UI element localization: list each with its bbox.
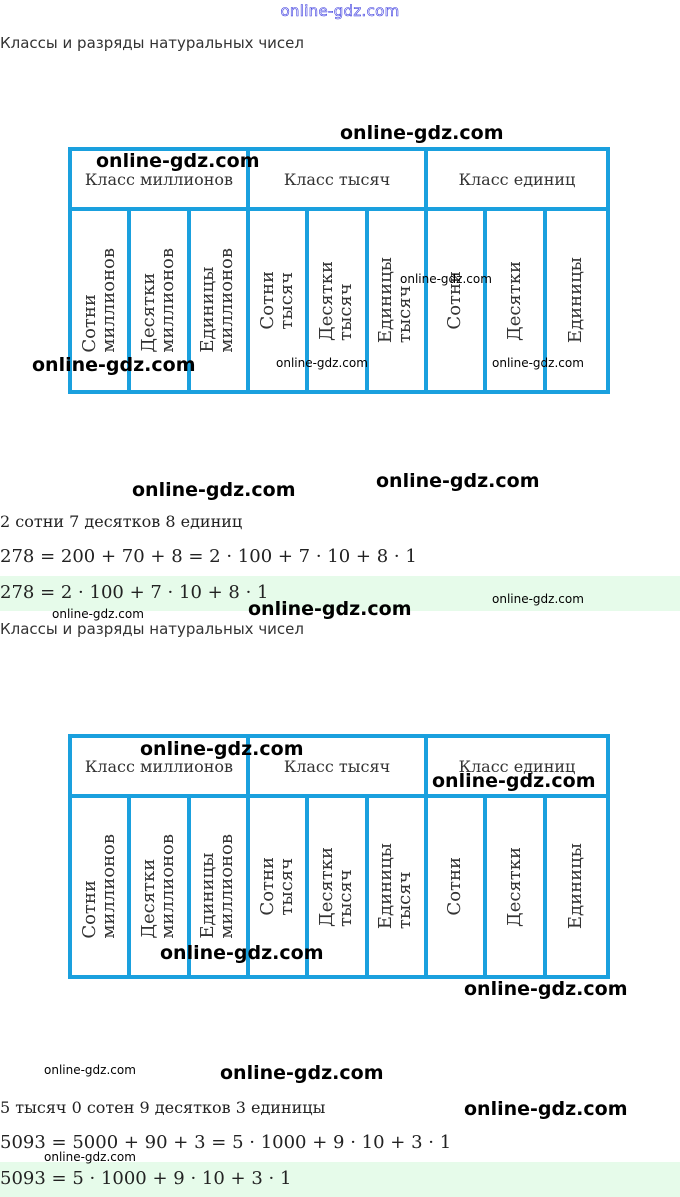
digit-cell: Единицы миллионов <box>191 798 250 975</box>
watermark: online-gdz.com <box>160 942 324 964</box>
place-value-table: Класс миллионов Класс тысяч Класс единиц… <box>68 734 610 979</box>
class-header: Класс единиц <box>427 151 606 211</box>
decomposition-text: 2 сотни 7 десятков 8 единиц <box>0 512 243 531</box>
digit-cell: Десятки тысяч <box>309 211 369 390</box>
watermark: online-gdz.com <box>432 770 596 792</box>
watermark: online-gdz.com <box>44 1063 136 1077</box>
place-value-table: Класс миллионов Класс тысяч Класс единиц… <box>68 147 610 394</box>
decomposition-text: 5 тысяч 0 сотен 9 десятков 3 единицы <box>0 1098 326 1117</box>
watermark: online-gdz.com <box>464 978 628 1000</box>
digit-cell: Десятки <box>487 798 547 975</box>
watermark: online-gdz.com <box>492 356 584 370</box>
watermark: online-gdz.com <box>52 607 144 621</box>
site-logo[interactable]: online-gdz.com <box>280 2 400 21</box>
watermark: online-gdz.com <box>140 738 304 760</box>
digit-cell: Единицы тысяч <box>369 211 428 390</box>
expansion-formula: 5093 = 5000 + 90 + 3 = 5 · 1000 + 9 · 10… <box>0 1132 452 1153</box>
watermark: online-gdz.com <box>44 1150 136 1164</box>
watermark: online-gdz.com <box>276 356 368 370</box>
expansion-formula: 278 = 200 + 70 + 8 = 2 · 100 + 7 · 10 + … <box>0 546 417 567</box>
watermark: online-gdz.com <box>96 150 260 172</box>
digit-cell: Сотни <box>428 798 488 975</box>
digit-cell: Сотни тысяч <box>250 798 310 975</box>
watermark: online-gdz.com <box>400 272 492 286</box>
class-header: Класс тысяч <box>249 738 428 798</box>
watermark: online-gdz.com <box>220 1062 384 1084</box>
digit-cell: Единицы тысяч <box>369 798 428 975</box>
watermark: online-gdz.com <box>376 470 540 492</box>
digit-cell: Сотни тысяч <box>250 211 310 390</box>
answer-formula: 278 = 2 · 100 + 7 · 10 + 8 · 1 <box>0 582 269 603</box>
watermark: online-gdz.com <box>492 592 584 606</box>
digit-cell: Десятки <box>487 211 547 390</box>
class-header: Класс миллионов <box>72 738 250 798</box>
class-header: Класс тысяч <box>249 151 428 211</box>
section-title: Классы и разряды натуральных чисел <box>0 620 304 638</box>
digit-cell: Десятки миллионов <box>131 798 191 975</box>
class-header: Класс единиц <box>427 738 606 798</box>
answer-highlight <box>0 1162 680 1197</box>
digit-cell: Десятки миллионов <box>131 211 191 390</box>
answer-formula: 5093 = 5 · 1000 + 9 · 10 + 3 · 1 <box>0 1168 292 1189</box>
class-header: Класс миллионов <box>72 151 250 211</box>
section-title: Классы и разряды натуральных чисел <box>0 34 304 52</box>
digit-cell: Сотни миллионов <box>72 798 132 975</box>
watermark: online-gdz.com <box>248 598 412 620</box>
watermark: online-gdz.com <box>32 354 196 376</box>
watermark: online-gdz.com <box>340 122 504 144</box>
watermark: online-gdz.com <box>464 1098 628 1120</box>
watermark: online-gdz.com <box>132 479 296 501</box>
digit-cell: Сотни <box>428 211 488 390</box>
digit-cell: Сотни миллионов <box>72 211 132 390</box>
answer-highlight <box>0 576 680 611</box>
digit-cell: Единицы <box>564 843 586 930</box>
digit-cell: Десятки тысяч <box>309 798 369 975</box>
digit-cell: Единицы миллионов <box>191 211 250 390</box>
